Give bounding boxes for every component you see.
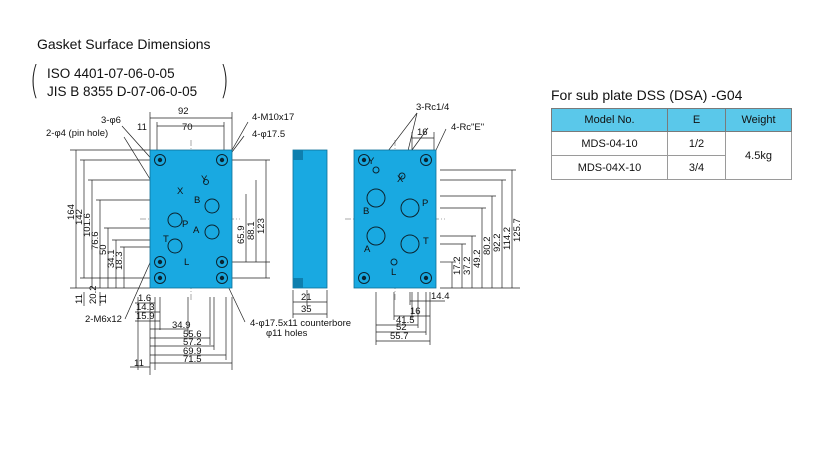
dim-14-4: 14.4 [431, 291, 450, 302]
dim-35: 35 [301, 304, 312, 315]
dim-92: 92 [178, 106, 189, 117]
label-phi11-holes: φ11 holes [266, 328, 308, 339]
dim-18-3: 18.3 [114, 252, 125, 271]
spec-table: Model No. E Weight MDS-04-10 1/2 4.5kg M… [551, 108, 792, 180]
dim-55-7: 55.7 [390, 331, 409, 342]
dim-16-top: 16 [417, 127, 428, 138]
dim-70: 70 [182, 122, 193, 133]
label-pin-hole: 2-φ4 (pin hole) [46, 128, 108, 139]
dim-55-6: 55.6 [183, 329, 202, 340]
port-l-back: L [391, 267, 396, 278]
dim-80-2: 80.2 [482, 237, 493, 256]
dim-88-1: 88.1 [246, 222, 257, 241]
dim-41-5: 41.5 [396, 315, 415, 326]
dim-65-9: 65.9 [236, 226, 247, 245]
dim-1-6: 1.6 [138, 293, 151, 304]
port-t-back: T [423, 236, 429, 247]
dim-11-left: 11 [74, 294, 85, 304]
dim-52: 52 [396, 322, 407, 333]
dim-34-9: 34.9 [172, 320, 191, 331]
port-x-back: X [397, 174, 404, 185]
port-p-back: P [422, 198, 428, 209]
dim-14-3: 14.3 [136, 302, 155, 313]
dim-17-2: 17.2 [452, 257, 463, 276]
dim-21: 21 [301, 292, 312, 303]
dim-50: 50 [98, 244, 109, 255]
weight-cell: 4.5kg [725, 131, 792, 180]
port-t: T [163, 234, 169, 245]
label-rc14: 3-Rc1/4 [416, 102, 449, 113]
e-cell: 3/4 [667, 155, 726, 180]
dim-125-7: 125.7 [512, 218, 523, 242]
table-row: MDS-04X-10 3/4 [551, 155, 792, 180]
port-b-back: B [363, 206, 369, 217]
col-weight: Weight [725, 108, 792, 132]
dim-76-6: 76.6 [90, 232, 101, 251]
dim-71-5: 71.5 [183, 354, 202, 365]
dim-11-left2: 11 [98, 294, 109, 304]
standards-block: ( ISO 4401-07-06-0-05 JIS B 8355 D-07-06… [30, 58, 229, 104]
e-cell: 1/2 [667, 131, 726, 156]
label-3-phi6: 3-φ6 [101, 115, 121, 126]
port-y: Y [201, 174, 208, 185]
dim-164: 164 [66, 204, 77, 220]
dim-57-2: 57.2 [183, 337, 202, 348]
dim-20-2: 20.2 [88, 286, 99, 305]
table-header-row: Model No. E Weight [551, 108, 792, 132]
port-a: A [193, 225, 200, 236]
label-m6: 2-M6x12 [85, 314, 122, 325]
dim-37-2: 37.2 [462, 257, 473, 276]
subplate-title: For sub plate DSS (DSA) -G04 [551, 87, 743, 103]
dim-69-9: 69.9 [183, 346, 202, 357]
label-m10: 4-M10x17 [252, 112, 294, 123]
page-title: Gasket Surface Dimensions [37, 36, 211, 52]
dim-34-1: 34.1 [106, 250, 117, 269]
table-row: MDS-04-10 1/2 4.5kg [551, 131, 792, 180]
port-p: P [182, 219, 188, 230]
port-a-back: A [364, 244, 371, 255]
port-l: L [184, 257, 189, 268]
model-cell: MDS-04-10 [551, 131, 668, 156]
dim-11-bottom: 11 [134, 358, 144, 369]
jis-standard: JIS B 8355 D-07-06-0-05 [47, 84, 198, 99]
dim-16-bottom: 16 [410, 306, 421, 317]
label-counterbore: 4-φ17.5x11 counterbore [250, 318, 351, 329]
dim-142: 142 [74, 209, 85, 225]
label-phi17-5: 4-φ17.5 [252, 129, 285, 140]
col-model: Model No. [551, 108, 668, 132]
label-rc-e: 4-Rc"E" [451, 122, 484, 133]
model-cell: MDS-04X-10 [551, 155, 668, 180]
port-b: B [194, 195, 200, 206]
dim-11-top: 11 [137, 122, 147, 133]
dim-92-2: 92.2 [492, 234, 503, 253]
iso-standard: ISO 4401-07-06-0-05 [47, 66, 175, 81]
dim-15-9: 15.9 [136, 311, 155, 322]
dim-101-6: 101.6 [82, 213, 93, 237]
dim-123: 123 [256, 218, 267, 234]
close-paren: ) [220, 58, 230, 102]
port-y-back: Y [368, 156, 375, 167]
side-plate [292, 149, 328, 289]
port-x: X [177, 186, 184, 197]
dim-49-2: 49.2 [472, 250, 483, 269]
open-paren: ( [29, 58, 39, 102]
dim-114-2: 114.2 [502, 227, 513, 250]
